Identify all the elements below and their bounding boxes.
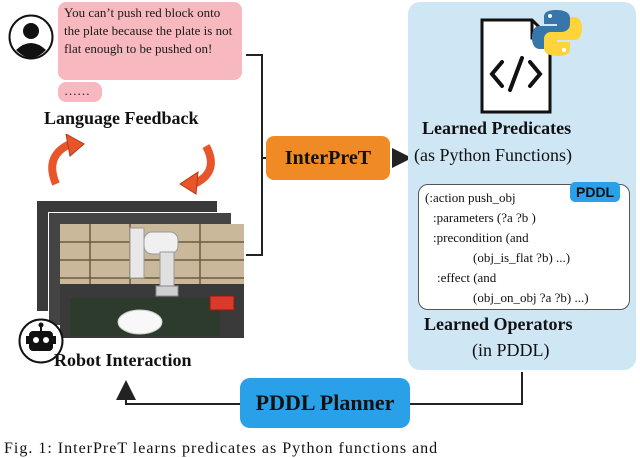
planner-to-robot-arrow [116, 380, 240, 405]
code-line: :effect (and [437, 270, 497, 285]
feedback-to-interpret-line [246, 54, 263, 256]
person-avatar-icon [8, 14, 54, 60]
pddl-badge: PDDL [570, 182, 621, 202]
robot-scene-image [60, 224, 244, 338]
code-line: (obj_on_obj ?a ?b) ...) [473, 290, 589, 305]
learned-predicates-title: Learned Predicates [422, 118, 572, 138]
feedback-speech-bubble: You can’t push red block onto the plate … [58, 2, 242, 80]
code-line: :parameters (?a ?b ) [433, 210, 536, 225]
learned-operators-title: Learned Operators [424, 314, 573, 334]
language-feedback-label: Language Feedback [44, 108, 199, 128]
ellipsis-speech-bubble: …… [58, 82, 102, 102]
feedback-message: You can’t push red block onto the plate … [64, 5, 233, 56]
learned-operators-subtitle: (in PDDL) [472, 340, 550, 360]
ellipsis-text: …… [64, 83, 90, 98]
pddl-operator-codebox: (:action push_obj :parameters (?a ?b ) :… [418, 184, 630, 310]
interpret-box: InterPreT [266, 136, 390, 180]
learned-predicates-subtitle: (as Python Functions) [414, 145, 573, 165]
code-line: (obj_is_flat ?b) ...) [473, 250, 571, 265]
code-line: :precondition (and [433, 230, 529, 245]
robot-interaction-label: Robot Interaction [54, 350, 192, 370]
pddl-planner-box: PDDL Planner [240, 378, 410, 428]
panel-to-planner-line [410, 372, 523, 405]
python-logo-icon [532, 10, 582, 56]
pddl-planner-label: PDDL Planner [255, 390, 395, 415]
cycle-arrows-icon [48, 134, 215, 195]
interpret-label: InterPreT [284, 146, 372, 169]
figure-caption: Fig. 1: InterPreT learns predicates as P… [4, 440, 439, 457]
code-line: (:action push_obj [425, 190, 516, 205]
robot-avatar-icon [18, 318, 64, 364]
